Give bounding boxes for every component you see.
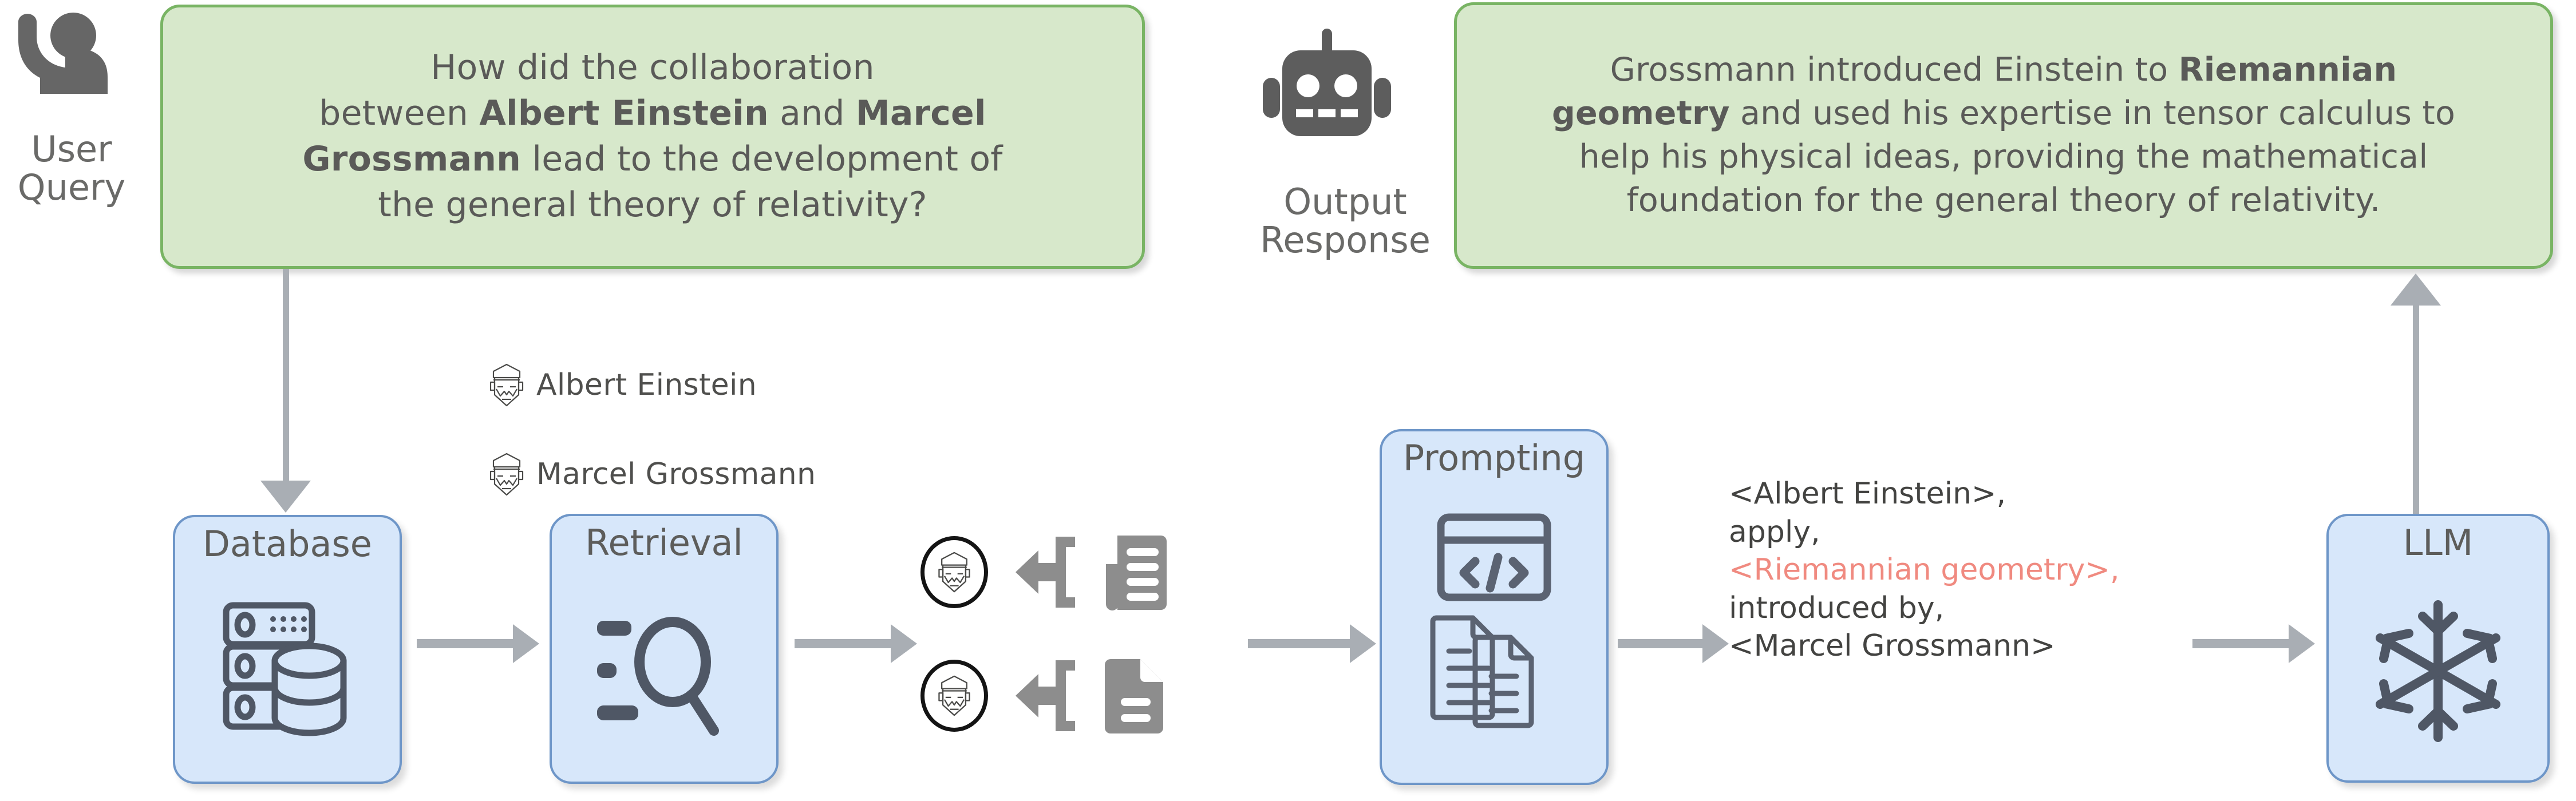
database-server-icon: [175, 562, 400, 782]
arrow-triple-to-llm-head: [2289, 624, 2315, 663]
response-line-3: help his physical ideas, providing the m…: [1579, 138, 2428, 176]
output-response-caption: Output Response: [1260, 181, 1431, 261]
node-prompting[interactable]: Prompting: [1380, 429, 1609, 785]
arrow-query-to-database-shaft: [283, 269, 289, 482]
query-entity-grossmann: Grossmann: [302, 139, 521, 179]
entity-list-item-einstein: Albert Einstein: [489, 363, 757, 407]
response-line-2b: and used his expertise in tensor calculu…: [1729, 94, 2456, 133]
response-entity-geometry: geometry: [1551, 94, 1730, 133]
arrow-llm-to-response-head: [2391, 273, 2441, 306]
einstein-face-icon: [489, 363, 524, 407]
query-line-3b: lead to the development of: [521, 139, 1003, 179]
arrow-database-to-retrieval-shaft: [417, 639, 514, 648]
node-retrieval[interactable]: Retrieval: [550, 514, 779, 784]
query-line-4: the general theory of relativity?: [378, 184, 927, 225]
retrieved-pair-einstein: [920, 533, 1169, 611]
response-line-4: foundation for the general theory of rel…: [1626, 181, 2381, 219]
grossmann-face-circle-icon: [920, 660, 988, 732]
query-line-1: How did the collaboration: [430, 47, 875, 88]
search-list-icon: [552, 561, 776, 782]
user-query-bubble: How did the collaboration between Albert…: [160, 5, 1145, 269]
triple-line-4: introduced by,: [1729, 590, 1945, 625]
arrow-prompting-to-triple-shaft: [1618, 639, 1704, 648]
arrow-query-to-database-head: [260, 481, 311, 513]
user-query-caption: User Query: [17, 128, 126, 208]
query-line-2a: between: [319, 93, 480, 134]
arrow-database-to-retrieval-head: [513, 624, 539, 663]
arrow-prompting-to-triple-head: [1702, 624, 1729, 663]
retrieve-arrow-icon: [1012, 657, 1078, 735]
arrow-llm-to-response-shaft: [2413, 284, 2419, 514]
entity-list-item-grossmann: Marcel Grossmann: [489, 452, 816, 497]
output-response-bubble: Grossmann introduced Einstein to Riemann…: [1454, 2, 2553, 269]
query-entity-einstein: Albert Einstein: [479, 93, 769, 134]
node-database[interactable]: Database: [173, 515, 402, 784]
retrieved-pair-grossmann: [920, 657, 1169, 735]
retrieve-arrow-icon: [1012, 533, 1078, 611]
document-page-icon: [1103, 657, 1169, 735]
node-prompting-label: Prompting: [1402, 437, 1586, 479]
arrow-retrieval-to-pairs-head: [891, 624, 917, 663]
triple-line-5: <Marcel Grossmann>: [1729, 629, 2056, 664]
grossmann-face-icon: [489, 452, 524, 497]
node-database-label: Database: [203, 523, 372, 565]
query-line-2c: and: [768, 93, 856, 134]
response-entity-riemannian: Riemannian: [2178, 51, 2397, 89]
arrow-pairs-to-prompting-shaft: [1248, 639, 1351, 648]
user-query-icon: [10, 10, 112, 120]
output-response-icon: [1255, 27, 1398, 150]
arrow-triple-to-llm-shaft: [2192, 639, 2290, 648]
prompt-triple-text: <Albert Einstein>, apply, <Riemannian ge…: [1729, 475, 2119, 665]
entity-label: Albert Einstein: [536, 368, 757, 402]
query-entity-marcel: Marcel: [855, 93, 986, 134]
response-line-1a: Grossmann introduced Einstein to: [1610, 51, 2179, 89]
arrow-retrieval-to-pairs-shaft: [795, 639, 892, 648]
arrow-pairs-to-prompting-head: [1350, 624, 1376, 663]
snowflake-frozen-icon: [2329, 561, 2547, 780]
einstein-face-circle-icon: [920, 536, 988, 608]
triple-line-2: apply,: [1729, 514, 1820, 549]
triple-line-1: <Albert Einstein>,: [1729, 477, 2006, 511]
node-retrieval-label: Retrieval: [585, 522, 743, 564]
entity-label: Marcel Grossmann: [536, 457, 816, 491]
triple-line-3-highlight: <Riemannian geometry>,: [1729, 553, 2120, 588]
document-lines-icon: [1103, 533, 1169, 611]
node-llm-label: LLM: [2403, 522, 2474, 564]
output-response-text: Grossmann introduced Einstein to Riemann…: [1537, 49, 2470, 222]
node-llm[interactable]: LLM: [2326, 514, 2550, 783]
user-query-text: How did the collaboration between Albert…: [287, 45, 1017, 228]
code-window-documents-icon: [1382, 477, 1606, 783]
